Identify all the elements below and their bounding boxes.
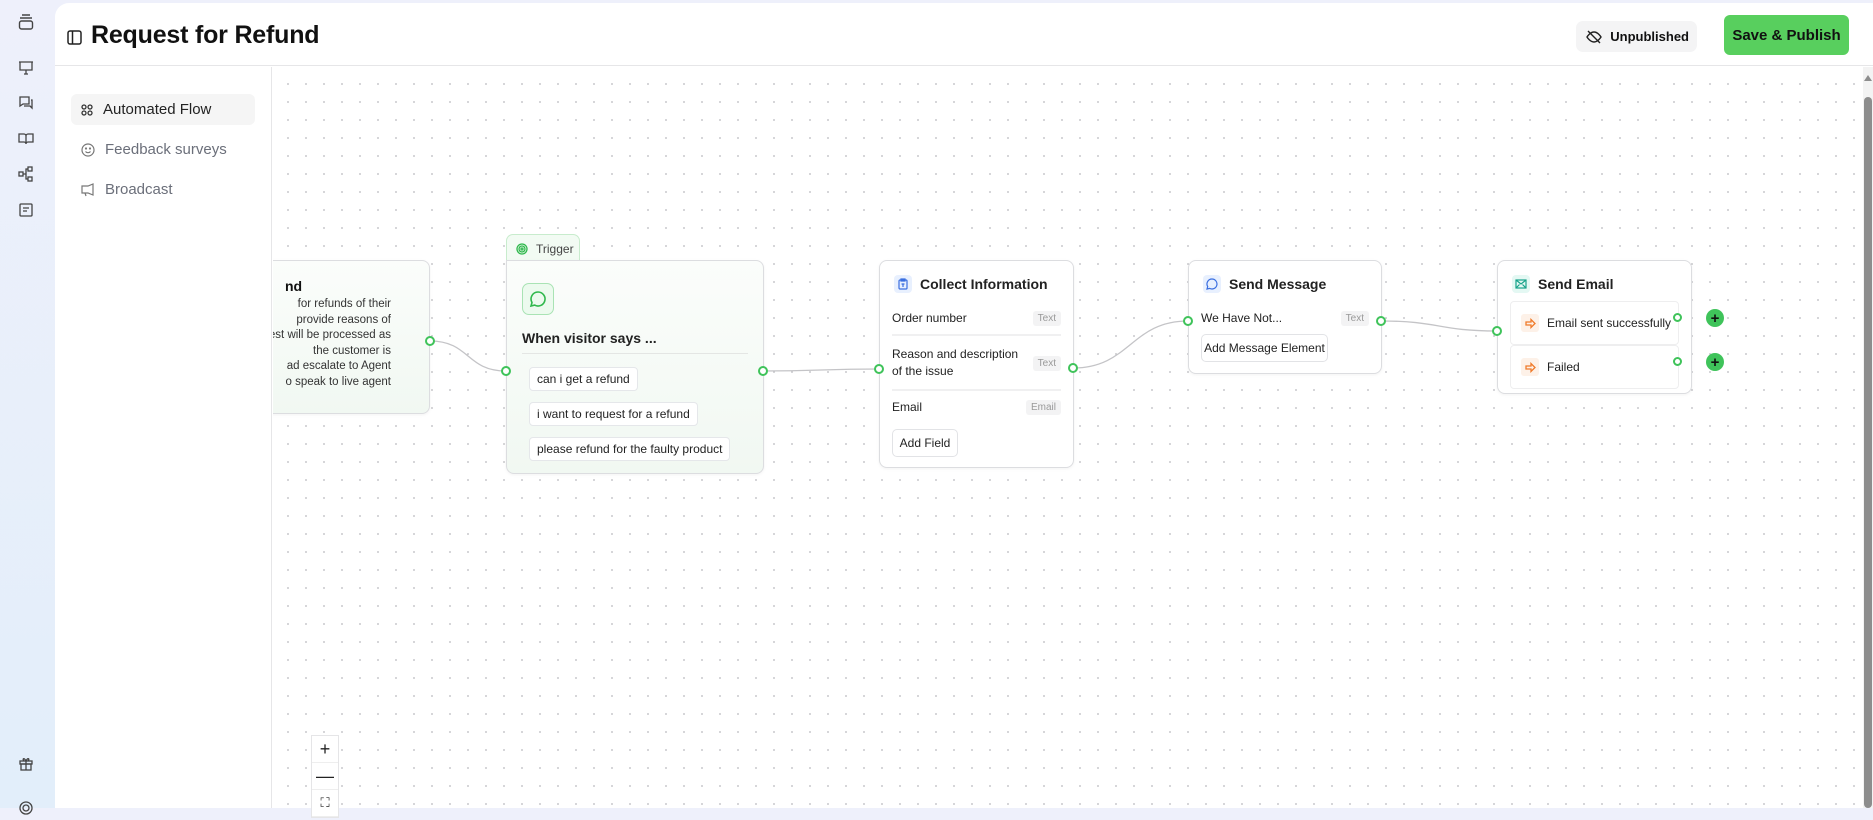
- vertical-scrollbar[interactable]: [1863, 67, 1873, 808]
- arrow-right-icon: [1521, 314, 1539, 332]
- zoom-controls: + — ⛶: [311, 735, 339, 818]
- save-publish-button[interactable]: Save & Publish: [1724, 15, 1849, 55]
- intro-title: nd: [285, 278, 303, 294]
- trigger-phrase[interactable]: can i get a refund: [529, 367, 638, 391]
- send-message-node[interactable]: Send Message We Have Not... Text Add Mes…: [1188, 260, 1382, 374]
- trigger-phrase[interactable]: i want to request for a refund: [529, 402, 698, 426]
- eye-off-icon: [1586, 30, 1603, 43]
- stack-icon[interactable]: [14, 10, 38, 34]
- node-title: Send Message: [1229, 276, 1327, 292]
- collect-input-handle[interactable]: [874, 364, 884, 374]
- arrow-right-icon: [1521, 358, 1539, 376]
- collect-output-handle[interactable]: [1068, 363, 1078, 373]
- status-badge[interactable]: Unpublished: [1576, 21, 1697, 52]
- page-title: Request for Refund: [91, 21, 320, 49]
- presentation-icon[interactable]: [14, 56, 38, 80]
- add-node-success-button[interactable]: +: [1706, 309, 1724, 327]
- sidebar-item-label: Broadcast: [105, 181, 173, 198]
- field-label: Email: [892, 400, 923, 414]
- success-output-handle[interactable]: [1673, 313, 1682, 322]
- email-output-failed[interactable]: Failed: [1510, 345, 1679, 389]
- failed-output-handle[interactable]: [1673, 357, 1682, 366]
- clipboard-icon: [894, 275, 912, 293]
- add-node-failed-button[interactable]: +: [1706, 353, 1724, 371]
- status-label: Unpublished: [1610, 29, 1689, 44]
- field-label: Order number: [892, 311, 967, 325]
- sidebar-toggle-icon[interactable]: [67, 30, 82, 50]
- edge-trigger-collect: [762, 368, 880, 372]
- megaphone-icon: [81, 182, 94, 196]
- message-element[interactable]: We Have Not...: [1201, 311, 1283, 325]
- gift-icon[interactable]: [14, 751, 38, 775]
- message-output-handle[interactable]: [1376, 316, 1386, 326]
- intro-node-clip: nd for refunds of their provide reasons …: [273, 255, 443, 420]
- message-icon: [1203, 275, 1221, 293]
- intro-output-handle[interactable]: [425, 336, 435, 346]
- chat-bubble-icon: [522, 283, 554, 315]
- intro-node[interactable]: nd for refunds of their provide reasons …: [273, 260, 430, 414]
- message-input-handle[interactable]: [1183, 316, 1193, 326]
- mail-icon: [1512, 275, 1530, 293]
- sidebar-item-label: Feedback surveys: [105, 141, 227, 158]
- add-field-button[interactable]: Add Field: [892, 429, 958, 457]
- trigger-node[interactable]: When visitor says ... can i get a refund…: [506, 260, 764, 474]
- message-type-badge: Text: [1340, 311, 1369, 326]
- send-email-node[interactable]: Send Email Email sent successfully Faile…: [1497, 260, 1692, 394]
- trigger-tab: Trigger: [506, 234, 580, 262]
- sidebar: Automated Flow Feedback surveys Broadcas…: [55, 67, 272, 808]
- field-type-badge: Email: [1025, 400, 1061, 415]
- sidebar-item-broadcast[interactable]: Broadcast: [71, 174, 255, 205]
- field-type-badge: Text: [1032, 356, 1061, 371]
- zoom-out-button[interactable]: —: [312, 763, 338, 790]
- email-input-handle[interactable]: [1492, 326, 1502, 336]
- intro-description: for refunds of their provide reasons of …: [273, 298, 391, 388]
- trigger-input-handle[interactable]: [501, 366, 511, 376]
- book-icon[interactable]: [14, 127, 38, 151]
- edge-collect-message: [1072, 320, 1189, 369]
- sidebar-item-label: Automated Flow: [103, 101, 212, 118]
- flow-icon[interactable]: [14, 162, 38, 186]
- zoom-in-button[interactable]: +: [312, 736, 338, 763]
- add-message-element-button[interactable]: Add Message Element: [1201, 334, 1328, 362]
- field-label: Reason and description of the issue: [892, 347, 1019, 378]
- trigger-title: When visitor says ...: [522, 330, 657, 346]
- grid-icon: [81, 103, 93, 116]
- edge-message-email: [1380, 320, 1498, 332]
- smile-icon: [81, 142, 95, 157]
- trigger-phrase[interactable]: please refund for the faulty product: [529, 437, 731, 461]
- field-type-badge: Text: [1032, 311, 1061, 326]
- chat-icon[interactable]: [14, 91, 38, 115]
- node-title: Collect Information: [920, 276, 1048, 292]
- node-title: Send Email: [1538, 276, 1614, 292]
- edge-intro-trigger: [429, 340, 507, 372]
- trigger-output-handle[interactable]: [758, 366, 768, 376]
- header: Request for Refund Unpublished Save & Pu…: [55, 3, 1873, 66]
- sidebar-item-feedback-surveys[interactable]: Feedback surveys: [71, 134, 255, 165]
- note-icon[interactable]: [14, 198, 38, 222]
- collect-information-node[interactable]: Collect Information Order number Text Re…: [879, 260, 1074, 468]
- email-output-success[interactable]: Email sent successfully: [1510, 301, 1679, 345]
- sidebar-item-automated-flow[interactable]: Automated Flow: [71, 94, 255, 125]
- target-icon: [516, 242, 528, 255]
